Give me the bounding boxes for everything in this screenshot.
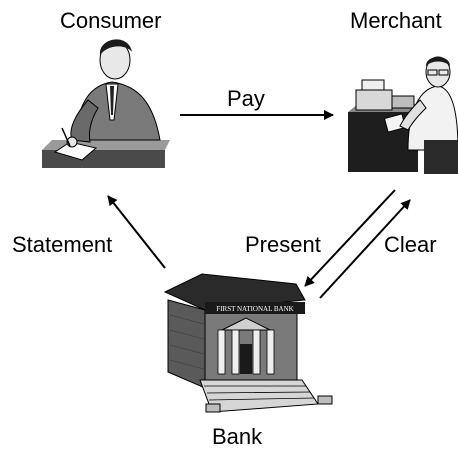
bank-icon: FIRST NATIONAL BANK <box>163 273 333 413</box>
merchant-icon <box>348 56 458 174</box>
bank-label: Bank <box>212 424 263 449</box>
consumer-label: Consumer <box>60 8 162 33</box>
statement-edge-label: Statement <box>12 232 113 257</box>
clear-arrow <box>319 199 411 299</box>
merchant-label: Merchant <box>350 8 442 33</box>
clear-edge-label: Clear <box>384 232 437 257</box>
consumer-icon <box>42 39 170 168</box>
statement-arrow <box>107 195 166 269</box>
bank-sign-text: FIRST NATIONAL BANK <box>216 305 293 313</box>
pay-edge-label: Pay <box>227 86 265 111</box>
present-arrow <box>304 189 396 287</box>
present-edge-label: Present <box>245 232 321 257</box>
